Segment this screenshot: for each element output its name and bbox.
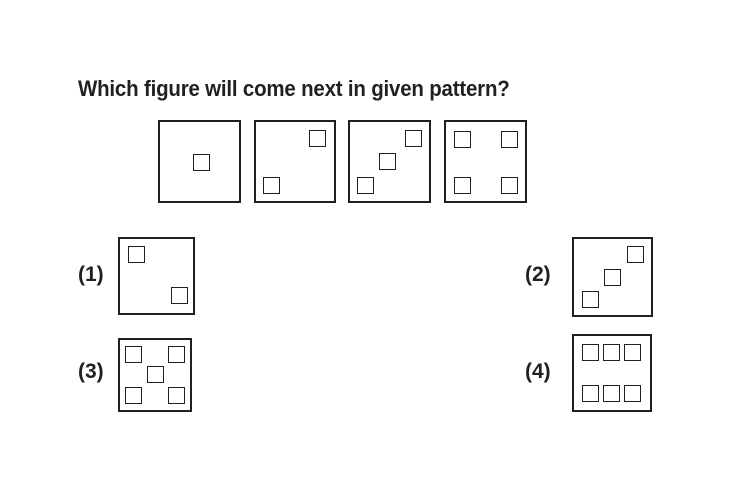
small-square bbox=[309, 130, 326, 147]
small-square bbox=[168, 346, 185, 363]
small-square bbox=[263, 177, 280, 194]
small-square bbox=[379, 153, 396, 170]
question-text: Which figure will come next in given pat… bbox=[78, 76, 510, 101]
small-square bbox=[582, 344, 599, 361]
small-square bbox=[454, 131, 471, 148]
small-square bbox=[171, 287, 188, 304]
option-1-label: (1) bbox=[78, 263, 104, 286]
option-1-figure[interactable] bbox=[118, 237, 195, 315]
small-square bbox=[168, 387, 185, 404]
pattern-figure-1 bbox=[158, 120, 241, 203]
small-square bbox=[501, 131, 518, 148]
small-square bbox=[405, 130, 422, 147]
small-square bbox=[501, 177, 518, 194]
option-3-label: (3) bbox=[78, 360, 104, 383]
small-square bbox=[624, 344, 641, 361]
small-square bbox=[193, 154, 210, 171]
small-square bbox=[603, 385, 620, 402]
small-square bbox=[627, 246, 644, 263]
small-square bbox=[603, 344, 620, 361]
option-4-figure[interactable] bbox=[572, 334, 652, 412]
option-4-label: (4) bbox=[525, 360, 551, 383]
small-square bbox=[454, 177, 471, 194]
small-square bbox=[125, 387, 142, 404]
small-square bbox=[624, 385, 641, 402]
small-square bbox=[357, 177, 374, 194]
small-square bbox=[582, 385, 599, 402]
small-square bbox=[604, 269, 621, 286]
small-square bbox=[147, 366, 164, 383]
pattern-figure-2 bbox=[254, 120, 336, 203]
option-2-figure[interactable] bbox=[572, 237, 653, 317]
small-square bbox=[125, 346, 142, 363]
option-2-label: (2) bbox=[525, 263, 551, 286]
small-square bbox=[128, 246, 145, 263]
small-square bbox=[582, 291, 599, 308]
pattern-figure-4 bbox=[444, 120, 527, 203]
pattern-figure-3 bbox=[348, 120, 431, 203]
option-3-figure[interactable] bbox=[118, 338, 192, 412]
